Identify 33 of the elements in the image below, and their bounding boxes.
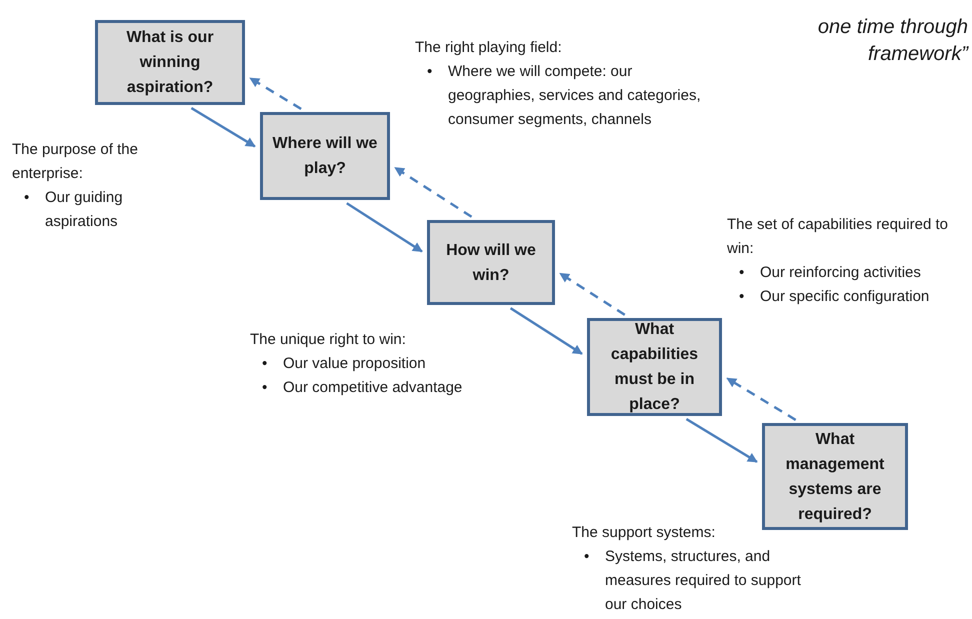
bullet-text: Systems, structures, and measures required to support our choices: [605, 547, 802, 615]
bullet-text: Our competitive advantage: [283, 378, 462, 398]
bullet-text: Our guiding aspirations: [45, 188, 124, 232]
process-box: What is our winning aspiration?: [95, 20, 245, 105]
arrow: [559, 272, 626, 316]
arrow: [510, 307, 583, 355]
arrow: [346, 202, 423, 253]
process-box: What management systems are required?: [762, 423, 908, 530]
process-box: What capabilities must be in place?: [587, 318, 722, 416]
bullet-marker: •: [23, 188, 30, 208]
process-box: Where will we play?: [260, 112, 390, 200]
annotation-heading: The set of capabilities required to win:: [727, 215, 949, 259]
annotation-heading: The unique right to win:: [250, 330, 407, 350]
arrow: [686, 418, 758, 463]
annotation-heading: The support systems:: [572, 523, 716, 543]
bullet-marker: •: [261, 354, 268, 374]
bullet-marker: •: [426, 62, 434, 82]
bullet-text: Our specific configuration: [760, 287, 930, 307]
bullet-marker: •: [738, 263, 746, 283]
bullet-marker: •: [261, 378, 268, 398]
bullet-marker: •: [583, 547, 590, 567]
arrow: [249, 77, 302, 110]
process-box: How will we win?: [427, 220, 555, 305]
arrow: [190, 107, 256, 148]
arrow: [726, 377, 796, 421]
annotation-heading: The right playing field:: [415, 38, 563, 58]
bullet-marker: •: [738, 287, 746, 307]
quote-text: one time through framework”: [816, 15, 968, 67]
bullet-text: Where we will compete: our geographies, services and categories, consumer segments, channels: [448, 62, 702, 130]
annotation-heading: The purpose of the enterprise:: [12, 140, 139, 184]
bullet-text: Our value proposition: [283, 354, 426, 374]
bullet-text: Our reinforcing activities: [760, 263, 921, 283]
arrow: [394, 166, 472, 218]
